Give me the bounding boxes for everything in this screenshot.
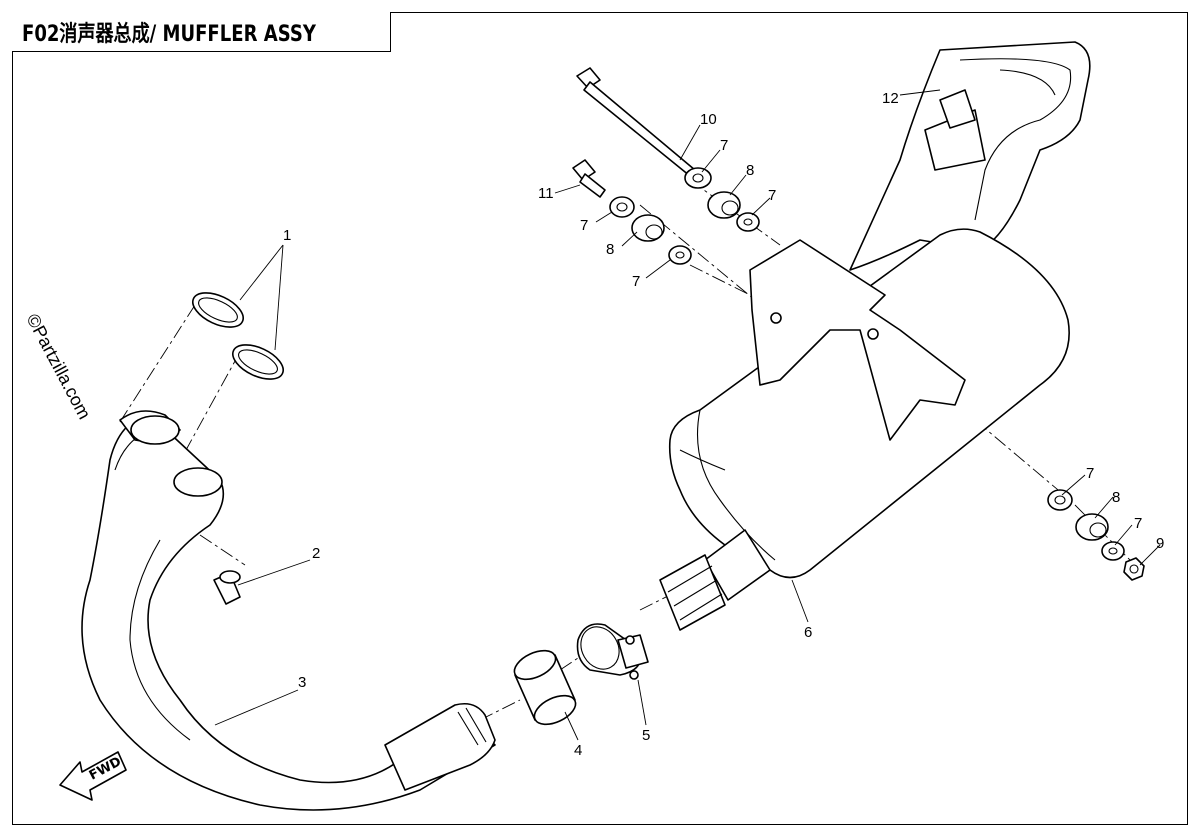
callout-10: 10 (700, 111, 717, 128)
diagram-frame (12, 12, 1188, 825)
callout-2: 2 (312, 545, 320, 562)
part-1-gaskets (192, 292, 284, 380)
callout-12: 12 (882, 90, 899, 107)
callout-7-b: 7 (768, 187, 776, 204)
callout-11: 11 (538, 185, 554, 202)
callout-9: 9 (1156, 535, 1164, 552)
part-11-short-bolt (572, 159, 606, 198)
callout-7-d: 7 (632, 273, 640, 290)
callout-5: 5 (642, 727, 650, 744)
washers-and-grommets (609, 167, 1125, 561)
part-9-nut (1123, 557, 1145, 581)
watermark: ©Partzilla.com (22, 310, 94, 422)
title-box: F02消声器总成/ MUFFLER ASSY (12, 12, 392, 52)
callout-7-f: 7 (1134, 515, 1142, 532)
part-2-stud (213, 570, 241, 605)
part-6-muffler (659, 228, 1070, 631)
part-12-tail-cover (849, 41, 1091, 271)
callout-7-e: 7 (1086, 465, 1094, 482)
callout-8-a: 8 (746, 162, 754, 179)
callout-7-a: 7 (720, 137, 728, 154)
callout-numbers: 1 2 3 4 5 6 7 7 7 7 7 7 8 8 8 9 10 11 12 (283, 90, 1164, 759)
leader-lines (214, 89, 1161, 741)
callout-8-b: 8 (606, 241, 614, 258)
callout-4: 4 (574, 742, 582, 759)
diagram-title: F02消声器总成/ MUFFLER ASSY (22, 21, 316, 47)
part-5-clamp (576, 623, 649, 680)
part-3-header-pipe (81, 410, 496, 811)
callout-6: 6 (804, 624, 812, 641)
fwd-arrow-icon: FWD (59, 751, 127, 801)
part-10-long-bolt (576, 67, 699, 178)
part-4-sleeve (513, 649, 577, 726)
callout-1: 1 (283, 227, 291, 244)
callout-3: 3 (298, 674, 306, 691)
callout-7-c: 7 (580, 217, 588, 234)
callout-8-c: 8 (1112, 489, 1120, 506)
